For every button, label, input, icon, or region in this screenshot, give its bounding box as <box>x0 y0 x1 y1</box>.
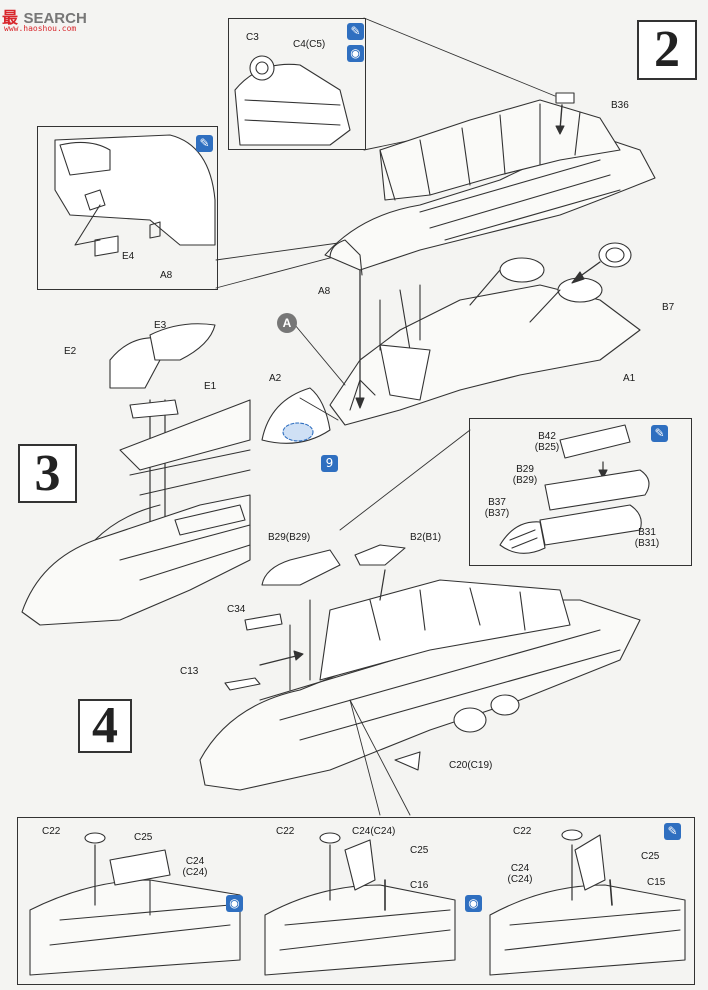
label-p3-c24: C24 (C24) <box>500 863 540 885</box>
label-p1-c25: C25 <box>134 832 153 843</box>
label-b7: B7 <box>662 302 675 313</box>
alternate-parts-icon: ◉ <box>465 895 482 912</box>
label-p1-c24-alt: (C24) <box>182 867 208 878</box>
watermark-brand: 最 <box>2 8 20 27</box>
label-e2: E2 <box>64 346 77 357</box>
label-a2: A2 <box>269 373 282 384</box>
label-b36: B36 <box>611 100 629 111</box>
label-p3-c22: C22 <box>513 826 532 837</box>
label-p2-c22: C22 <box>276 826 295 837</box>
step-number-4: 4 <box>78 699 132 753</box>
label-p1-c24-main: C24 <box>185 856 205 867</box>
label-b29-main: B29 <box>516 464 534 475</box>
label-p1-c24: C24 (C24) <box>175 856 215 878</box>
inset-step4-right <box>469 418 692 566</box>
label-e3: E3 <box>154 320 167 331</box>
label-b37: B37 (B37) <box>477 497 517 519</box>
label-b31: B31 (B31) <box>627 527 667 549</box>
callout-a-badge: A <box>277 313 297 333</box>
label-p2-c25: C25 <box>410 845 429 856</box>
label-b37-main: B37 <box>488 497 506 508</box>
alternate-parts-icon: ◉ <box>226 895 243 912</box>
label-b31-alt: (B31) <box>634 538 660 549</box>
inset-step2-left <box>37 126 218 290</box>
label-a8-inset: A8 <box>160 270 173 281</box>
alternate-parts-icon: ◉ <box>347 45 364 62</box>
label-p2-c24: C24(C24) <box>352 826 396 837</box>
paint-brush-icon: ✎ <box>347 23 364 40</box>
label-p3-c24-alt: (C24) <box>507 874 533 885</box>
watermark-logo: 最 SEARCH www.haoshou.com <box>2 4 87 33</box>
label-e1: E1 <box>204 381 217 392</box>
watermark-search: SEARCH <box>23 10 87 27</box>
label-c13: C13 <box>180 666 199 677</box>
label-b42-alt: (B25) <box>534 442 560 453</box>
label-e4: E4 <box>122 251 135 262</box>
label-b42-main: B42 <box>538 431 556 442</box>
label-p2-c16: C16 <box>410 880 429 891</box>
label-p3-c25: C25 <box>641 851 660 862</box>
label-b31-main: B31 <box>638 527 656 538</box>
paint-brush-icon: ✎ <box>196 135 213 152</box>
label-a1: A1 <box>623 373 636 384</box>
panel-bottom <box>17 817 695 985</box>
label-p3-c24-main: C24 <box>510 863 530 874</box>
label-b37-alt: (B37) <box>484 508 510 519</box>
label-c4-c5: C4(C5) <box>293 39 326 50</box>
step-number-2: 2 <box>637 20 697 80</box>
label-b29-alt: (B29) <box>512 475 538 486</box>
label-c20-c19: C20(C19) <box>449 760 493 771</box>
label-b42: B42 (B25) <box>527 431 567 453</box>
label-b29-inset: B29 (B29) <box>505 464 545 486</box>
label-b29-b29: B29(B29) <box>268 532 311 543</box>
label-c3: C3 <box>246 32 259 43</box>
paint-brush-icon: ✎ <box>651 425 668 442</box>
inset-step2-top <box>228 18 366 150</box>
label-p1-c22: C22 <box>42 826 61 837</box>
label-c34: C34 <box>227 604 246 615</box>
paint-brush-icon: ✎ <box>664 823 681 840</box>
step-number-3: 3 <box>18 444 77 503</box>
label-a8: A8 <box>318 286 331 297</box>
label-p3-c15: C15 <box>647 877 666 888</box>
decal-icon: 9 <box>321 455 338 472</box>
label-b2-b1: B2(B1) <box>410 532 442 543</box>
watermark-url: www.haoshou.com <box>4 24 77 33</box>
